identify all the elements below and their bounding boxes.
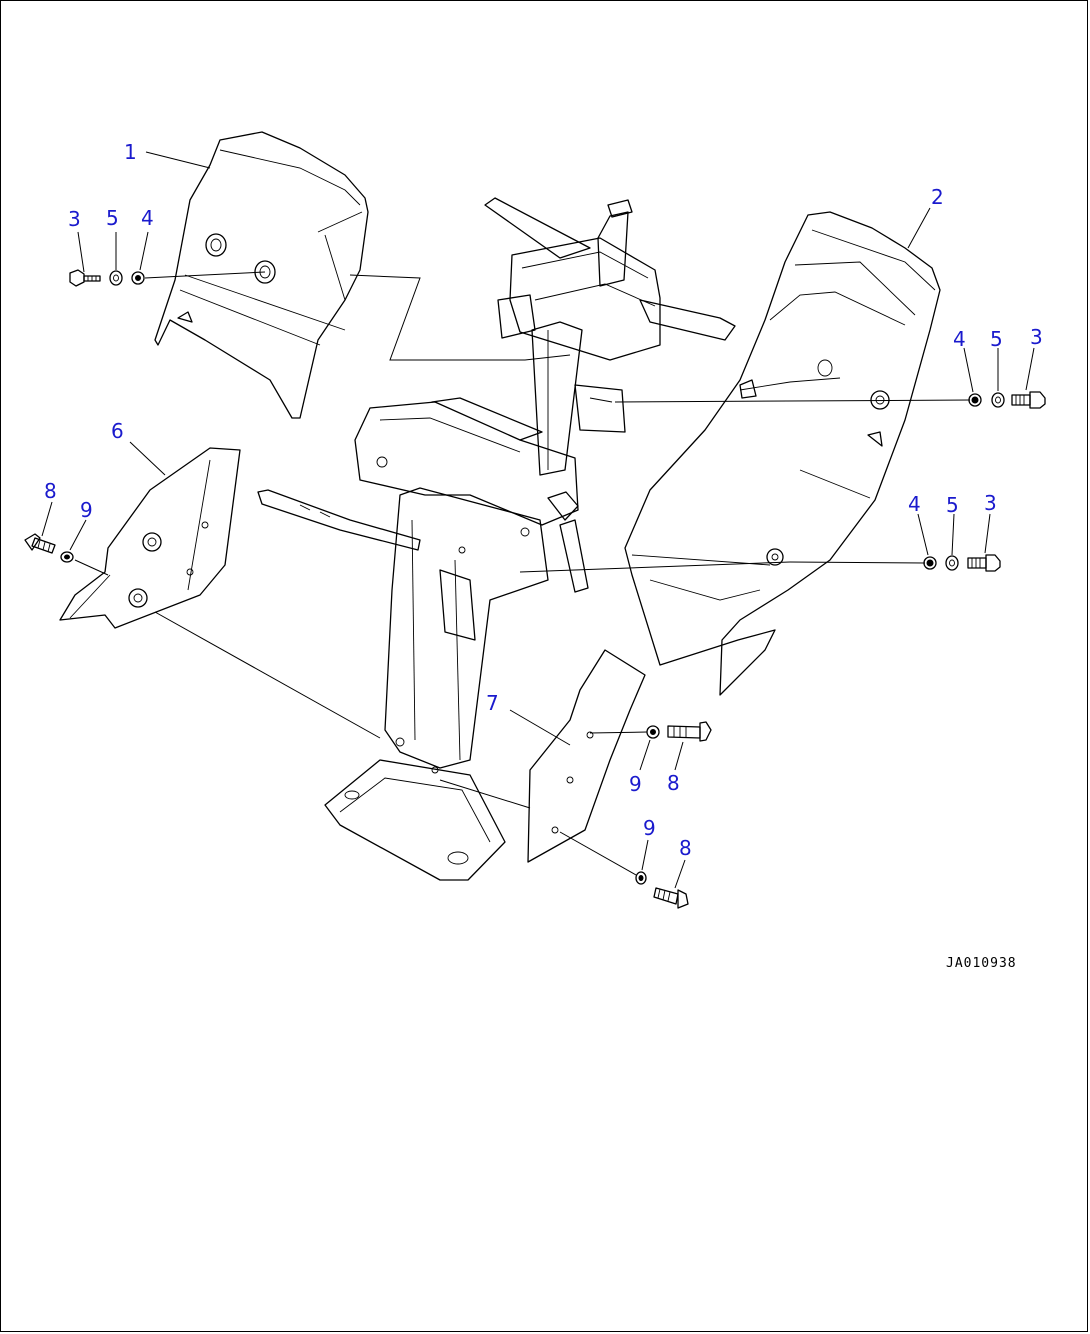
fasteners-part-2-lower: [923, 554, 1001, 572]
fasteners-part-1: [69, 269, 145, 287]
callout-9: 9: [80, 498, 93, 522]
callout-7: 7: [486, 691, 499, 715]
fasteners-part-2-upper: [968, 391, 1046, 409]
callout-8: 8: [44, 479, 57, 503]
side-cover-part-2: [624, 211, 941, 696]
callout-5: 5: [990, 327, 1003, 351]
callout-3: 3: [984, 491, 997, 515]
callout-5: 5: [946, 493, 959, 517]
callout-labels: 1 2 3 5 4 4 5 3 4 5 3 6 8 9 7 9 8 9 8: [44, 140, 1043, 860]
callout-5: 5: [106, 206, 119, 230]
callout-4: 4: [908, 492, 921, 516]
callout-9: 9: [629, 772, 642, 796]
callout-3: 3: [68, 207, 81, 231]
callout-4: 4: [141, 206, 154, 230]
lower-plate-part-7: [527, 649, 646, 863]
callout-1: 1: [124, 140, 137, 164]
fasteners-part-7-upper: [646, 721, 712, 742]
callout-3: 3: [1030, 325, 1043, 349]
callout-9: 9: [643, 816, 656, 840]
assembly-lines: [74, 271, 971, 876]
callout-6: 6: [111, 419, 124, 443]
callout-4: 4: [953, 327, 966, 351]
callout-2: 2: [931, 185, 944, 209]
upper-cover-part-1: [154, 131, 369, 419]
left-cover-part-6: [59, 447, 241, 629]
fasteners-part-6: [24, 533, 74, 563]
steering-column: [257, 197, 736, 881]
drawing-number: JA010938: [946, 956, 1017, 971]
leader-lines: [41, 151, 1035, 889]
callout-8: 8: [667, 771, 680, 795]
callout-8: 8: [679, 836, 692, 860]
fasteners-part-7-lower: [635, 871, 689, 909]
